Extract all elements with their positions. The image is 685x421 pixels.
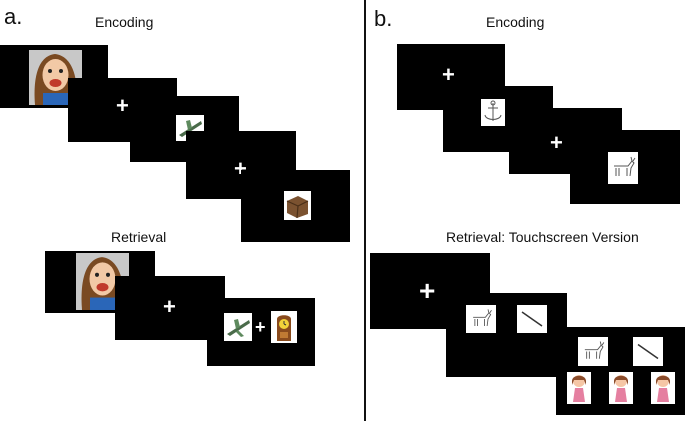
panel-divider [364,0,366,421]
b-retrieval-screen-3 [556,327,685,415]
fixation-cross: + [116,93,129,118]
panel-b-label: b. [374,6,393,31]
goat-icon [578,337,608,366]
girl-figure-icon [567,372,591,404]
a-encoding-screen-1 [0,45,108,108]
fixation-cross: + [442,62,455,87]
box-icon [284,191,311,220]
fixation-cross: + [163,294,176,319]
fixation-cross: + [419,275,436,306]
clock-icon [271,311,297,343]
stick-icon [633,337,663,366]
panel-b-retrieval-title: Retrieval: Touchscreen Version [446,229,639,245]
goat-icon [466,305,496,333]
panel-a-retrieval-title: Retrieval [111,229,167,245]
panel-b-encoding-title: Encoding [486,14,545,30]
b-encoding-screen-4 [570,130,680,204]
panel-a-label: a. [4,4,23,29]
cartoon-face-icon [29,50,82,105]
a-retrieval-screen-3: + [207,298,315,366]
stick-icon [517,305,547,333]
girl-figure-icon [609,372,633,404]
a-encoding-screen-5 [241,170,350,242]
b-retrieval-screen-2 [446,293,567,377]
a-retrieval-screen-2: + [115,276,225,340]
fixation-cross: + [550,130,563,155]
girl-figure-icon [651,372,675,404]
goat-icon [608,152,638,184]
fixation-cross: + [255,317,266,337]
anchor-icon [481,99,505,126]
airplane-icon [224,313,252,341]
panel-a-encoding-title: Encoding [95,14,154,30]
